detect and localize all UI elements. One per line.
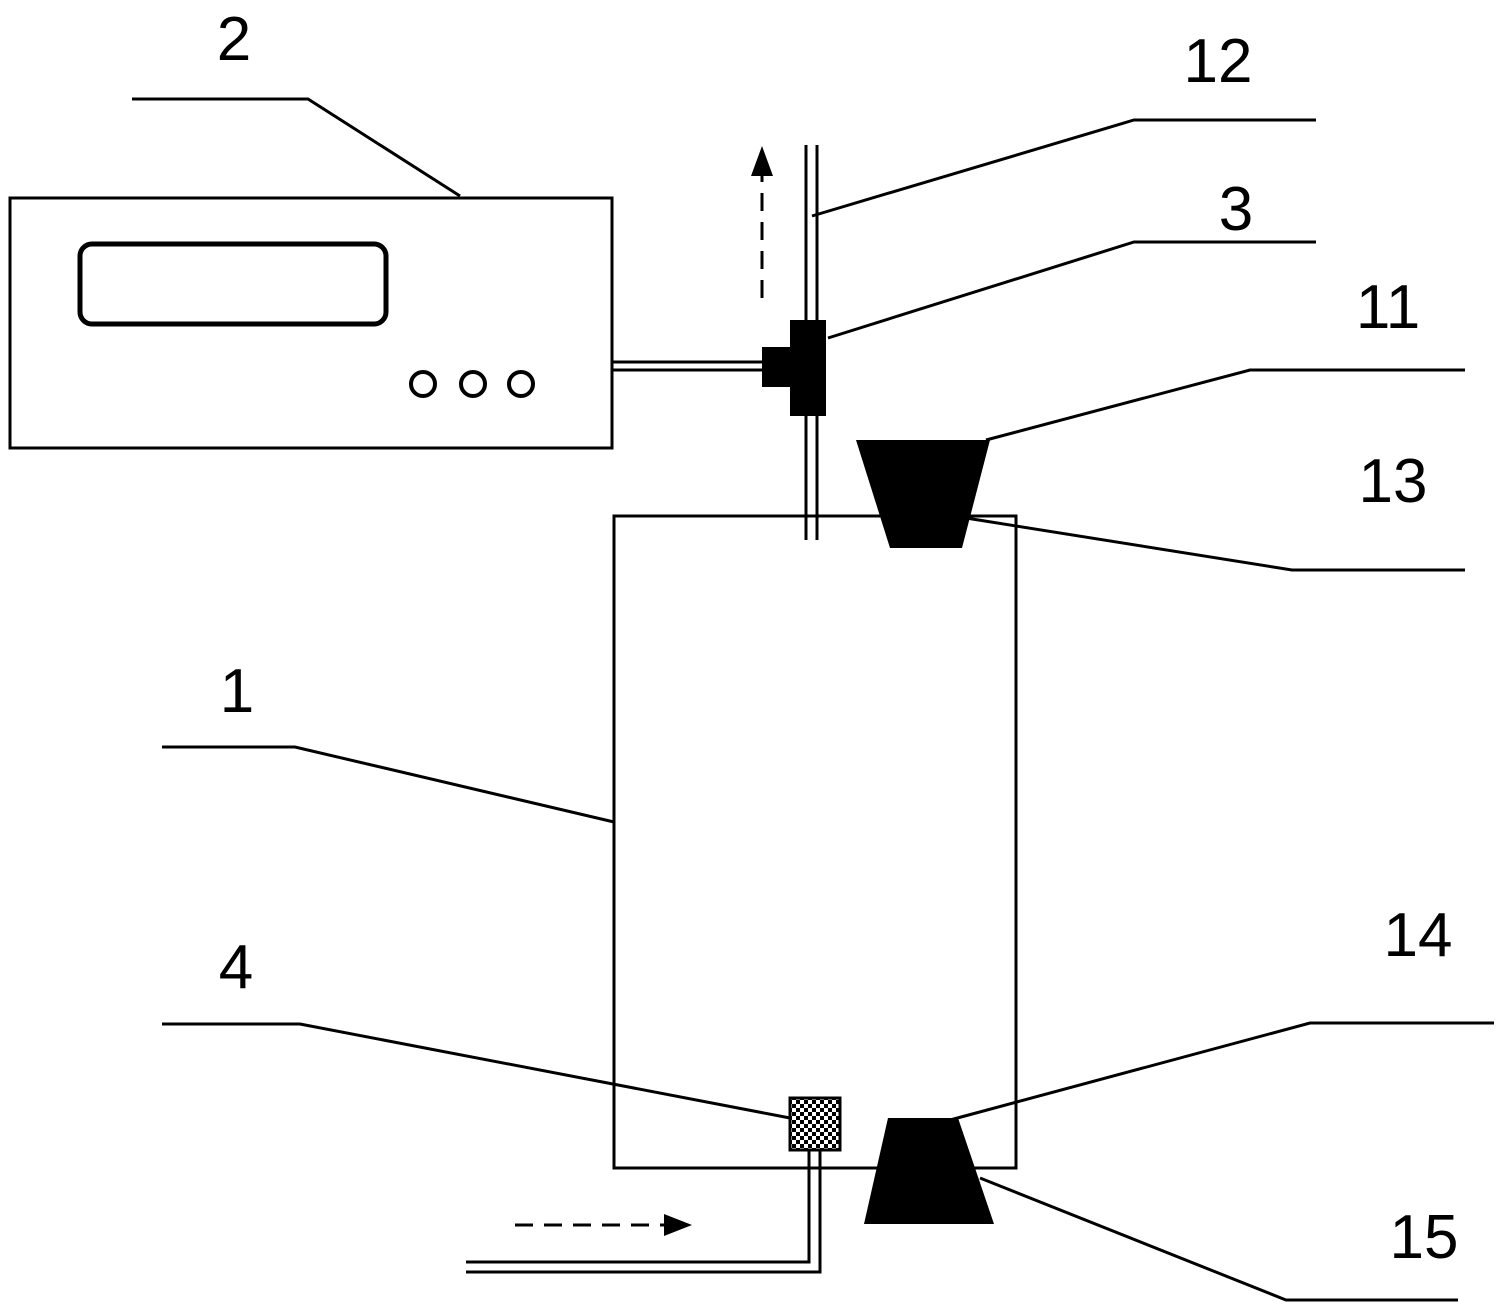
label-12: 12 — [1184, 27, 1253, 96]
leader-15 — [979, 1176, 1458, 1302]
leader-2 — [132, 97, 461, 198]
leader-14 — [949, 1021, 1494, 1122]
label-13: 13 — [1359, 447, 1428, 516]
outlet-flow-arrow — [751, 146, 773, 298]
inlet-flow-arrow — [515, 1214, 692, 1236]
meter-display — [77, 241, 389, 327]
inlet-tube — [466, 1150, 822, 1274]
label-14: 14 — [1384, 901, 1453, 970]
leader-3 — [827, 240, 1316, 340]
meter-button-3 — [507, 370, 535, 398]
sensor-cable — [612, 360, 765, 372]
label-2: 2 — [217, 5, 251, 74]
label-11: 11 — [1356, 273, 1420, 342]
leader-lines — [132, 97, 1494, 1302]
leader-13 — [965, 516, 1465, 572]
label-4: 4 — [219, 933, 253, 1002]
meter-button-2 — [459, 370, 487, 398]
meter-device — [8, 196, 614, 450]
leader-4 — [162, 1022, 791, 1120]
leader-1 — [162, 745, 615, 824]
sensor-fitting — [762, 320, 826, 416]
leader-12 — [811, 118, 1316, 218]
label-3: 3 — [1219, 175, 1253, 244]
label-15: 15 — [1390, 1203, 1459, 1272]
gas-diffuser — [788, 1096, 842, 1152]
vessel — [612, 514, 1018, 1170]
top-stopper — [856, 440, 990, 548]
bottom-stopper — [864, 1118, 994, 1224]
meter-button-1 — [409, 370, 437, 398]
leader-11 — [985, 368, 1465, 442]
label-1: 1 — [220, 657, 254, 726]
